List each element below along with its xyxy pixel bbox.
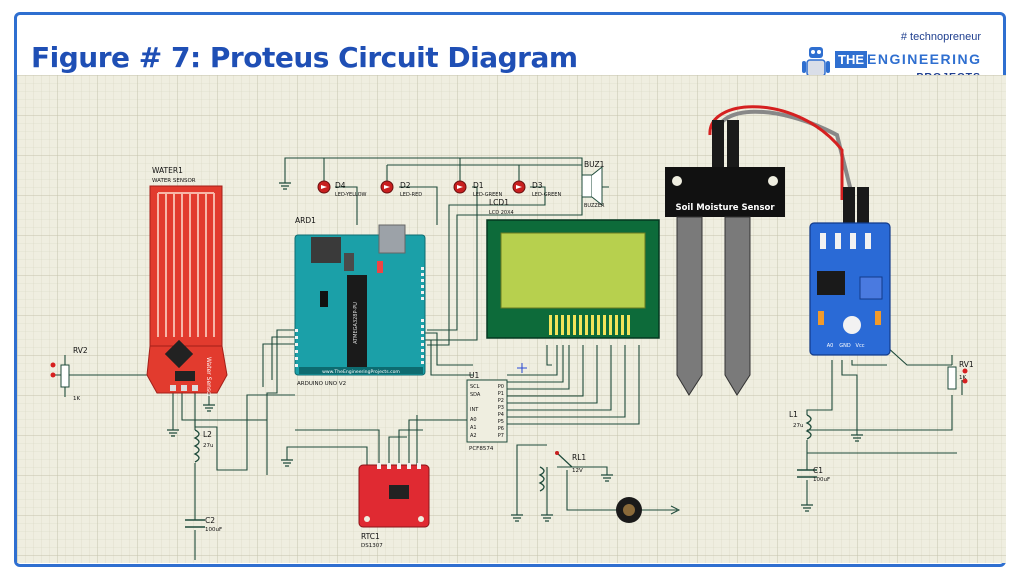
soil-sensor-module: A0 GND Vcc — [809, 187, 891, 356]
module-pin-vcc: Vcc — [856, 343, 865, 349]
module-pin-gnd: GND — [839, 343, 851, 349]
u1-pin-sda: SDA — [470, 392, 481, 398]
buzzer: BUZ1 BUZZER — [581, 160, 605, 209]
u1-pin-p3: P3 — [498, 405, 504, 411]
soil-moisture-sensor: Soil Moisture Sensor — [665, 105, 854, 396]
ard-ref: ARD1 — [295, 216, 316, 225]
brand-tagline: # technopreneur — [900, 31, 981, 43]
c2-value: 100uF — [205, 527, 222, 533]
rv2-value: 1K — [73, 396, 80, 402]
water-board-text: Water Sensor — [205, 357, 212, 398]
l1-value: 27u — [793, 423, 803, 429]
u1-pin-p7: P7 — [498, 433, 504, 439]
wires — [64, 157, 963, 560]
l2-ref: L2 — [203, 430, 212, 439]
u1-pin-p6: P6 — [498, 426, 504, 432]
l1-ref: L1 — [789, 410, 798, 419]
rtc-ref: RTC1 — [361, 532, 380, 541]
d2-value: LED-RED — [400, 192, 422, 198]
led-d4: D4 LED-YELLOW — [317, 180, 367, 198]
water-sensor: WATER1 WATER SENSOR Water Sensor — [146, 166, 228, 398]
u1-pin-a2: A2 — [470, 433, 477, 439]
l1-inductor: L1 27u — [789, 410, 812, 440]
ground-symbols — [167, 182, 863, 522]
u1-pin-a0: A0 — [470, 417, 477, 423]
led-d2: D2 LED-RED — [380, 180, 422, 198]
d2-ref: D2 — [400, 181, 411, 190]
rtc-ds1307: RTC1 DS1307 — [358, 463, 430, 549]
u1-ref: U1 — [469, 371, 479, 380]
cursor-marker — [517, 363, 527, 373]
rv2-ref: RV2 — [73, 346, 88, 355]
lcd-value: LCD 20X4 — [489, 210, 514, 216]
d1-value: LED-GREEN — [473, 192, 502, 198]
robot-icon — [802, 47, 830, 87]
u1-pin-scl: SCL — [470, 384, 480, 390]
rl1-ref: RL1 — [572, 453, 586, 462]
u1-pin-p1: P1 — [498, 391, 504, 397]
u1-pin-p0: P0 — [498, 384, 504, 390]
rv1-potentiometer: RV1 1K — [947, 360, 974, 390]
ard-value: ARDUINO UNO V2 — [297, 381, 346, 387]
page-title: Figure # 7: Proteus Circuit Diagram — [31, 41, 578, 74]
rv2-potentiometer: RV2 1K — [50, 346, 88, 402]
u1-pin-p2: P2 — [498, 398, 504, 404]
rl1-value: 12V — [572, 468, 583, 474]
d3-ref: D3 — [532, 181, 543, 190]
module-pin-a0: A0 — [827, 343, 834, 349]
d3-value: LED-GREEN — [532, 192, 561, 198]
buz-ref: BUZ1 — [584, 160, 605, 169]
c1-capacitor: C1 100uF — [797, 466, 830, 483]
rv1-value: 1K — [959, 375, 966, 381]
circuit-canvas: WATER1 WATER SENSOR Water Sensor RV2 1K … — [17, 75, 1006, 563]
u1-pin-p5: P5 — [498, 419, 504, 425]
ard-site: www.TheEngineeringProjects.com — [322, 369, 400, 375]
water-ref: WATER1 — [152, 166, 183, 175]
c2-capacitor: C2 100uF — [185, 516, 222, 533]
lcd-20x4: LCD1 LCD 20X4 — [486, 198, 660, 339]
u1-pin-int: INT — [470, 407, 479, 413]
brand-engineering: ENGINEERING — [867, 51, 982, 67]
soil-label: Soil Moisture Sensor — [675, 203, 775, 213]
d1-ref: D1 — [473, 181, 484, 190]
d4-ref: D4 — [335, 181, 346, 190]
lcd-ref: LCD1 — [489, 198, 509, 207]
d4-value: LED-YELLOW — [335, 192, 367, 198]
brand-the: THE — [835, 51, 867, 68]
arduino-uno: ARD1 ATMEGA328P-PU www.TheEngineeringPro… — [294, 216, 426, 387]
water-name: WATER SENSOR — [152, 178, 196, 184]
u1-pin-p4: P4 — [498, 412, 504, 418]
u1-pin-a1: A1 — [470, 425, 477, 431]
rtc-value: DS1307 — [361, 543, 383, 549]
c2-ref: C2 — [205, 516, 215, 525]
l2-inductor: L2 27u — [193, 429, 213, 463]
u1-value: PCF8574 — [469, 446, 494, 452]
led-d1: D1 LED-GREEN — [453, 180, 502, 198]
motor — [616, 497, 681, 523]
rv1-ref: RV1 — [959, 360, 974, 369]
c1-value: 100uF — [813, 477, 830, 483]
led-d3: D3 LED-GREEN — [512, 180, 561, 198]
relay-rl1: RL1 12V — [538, 451, 586, 492]
c1-ref: C1 — [813, 466, 823, 475]
buz-value: BUZZER — [584, 203, 605, 209]
l2-value: 27u — [203, 443, 213, 449]
ard-chip: ATMEGA328P-PU — [353, 302, 359, 344]
